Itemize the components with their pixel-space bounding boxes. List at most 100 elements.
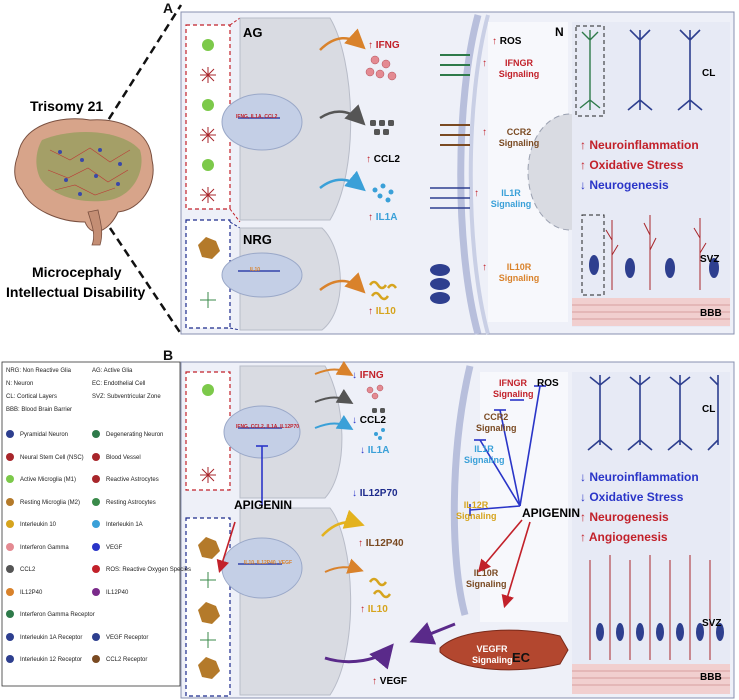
degenerating-neuron-icon <box>92 430 100 438</box>
ec-label: EC <box>512 650 531 665</box>
nrg-label: NRG <box>243 232 272 247</box>
b-svz-label: SVZ <box>702 618 722 629</box>
legend-item-label: VEGF <box>106 544 123 551</box>
brain-illustration <box>14 118 154 246</box>
interleukin-1a-receptor-icon <box>6 632 14 641</box>
legend-abbrev-2b: EC: Endothelial Cell <box>92 381 146 387</box>
blood-vessel-icon <box>92 452 100 461</box>
apigenin-left: APIGENIN <box>234 498 293 512</box>
b-status-3: ↑ Neurogenesis <box>580 510 669 524</box>
a-status-1: ↑ Neuroinflammation <box>580 138 699 152</box>
b-ros-label: ROS <box>537 378 559 389</box>
legend-item-label: Interleukin 1A <box>106 522 143 528</box>
legend-item-label: Interleukin 12 Receptor <box>20 657 83 663</box>
interleukin-12-receptor-icon <box>6 655 14 663</box>
resting-astrocyte-icon <box>92 497 100 506</box>
resting-microglia-icon <box>6 497 14 506</box>
legend-item-label: Pyramidal Neuron <box>20 432 69 438</box>
b-il10r-signaling: IL10R Signaling <box>466 568 507 589</box>
b-status-4: ↑ Angiogenesis <box>580 530 668 544</box>
legend-item-label: Blood Vessel <box>106 454 141 461</box>
legend-item-label: CCL2 Receptor <box>106 657 148 663</box>
gene-label-a2: IL10 <box>250 267 261 273</box>
reactive-astrocyte-icon <box>92 475 100 483</box>
vegf-receptor-icon <box>92 632 100 641</box>
legend-abbrev-3b: SVZ: Subventricular Zone <box>92 394 161 400</box>
a-ifngr-signaling: IFNGR Signaling <box>498 58 540 79</box>
vegf-icon <box>92 542 100 551</box>
pyramidal-neuron-icon <box>6 430 14 438</box>
legend-abbrev-4: BBB: Blood Brain Barrier <box>6 407 73 413</box>
b-il12r-signaling: IL12R Signaling <box>456 500 497 521</box>
b-bbb-label: BBB <box>700 672 722 683</box>
outcome-line-2: Intellectual Disability <box>6 284 146 300</box>
interferon-gamma-receptor-icon <box>6 610 14 618</box>
a-svz-label: SVZ <box>700 254 720 265</box>
legend-item-label: Interferon Gamma Receptor <box>20 612 95 618</box>
trisomy-title: Trisomy 21 <box>30 98 104 114</box>
b-il1a-label: ↓ IL1A <box>360 445 390 456</box>
legend-item-label: Interleukin 1A Receptor <box>20 634 83 641</box>
a-ifng-label: ↑ IFNG <box>368 40 400 51</box>
a-status-2: ↑ Oxidative Stress <box>580 158 684 172</box>
b-il12p70-label: ↓ IL12P70 <box>352 488 398 499</box>
legend-item-label: Degenerating Neuron <box>106 432 164 438</box>
legend-item-label: Resting Astrocytes <box>106 499 156 506</box>
a-il1a-label: ↑ IL1A <box>368 212 398 223</box>
legend-item-label: Interferon Gamma <box>20 544 69 551</box>
legend-item-label: Neural Stem Cell (NSC) <box>20 454 84 461</box>
b-ifngr-signaling: IFNGR Signaling <box>493 378 534 399</box>
legend-item-label: ROS: Reactive Oxygen Species <box>106 567 192 573</box>
ccl2-icon <box>6 565 14 573</box>
ros-icon <box>92 565 100 573</box>
outcome-line-1: Microcephaly <box>32 264 122 280</box>
legend-abbrev-1: NRG: Non Reactive Glia <box>6 368 72 374</box>
legend-item-label: Interleukin 10 <box>20 522 57 528</box>
b-status-1: ↓ Neuroinflammation <box>580 470 699 484</box>
a-ccr2-signaling: CCR2 Signaling <box>498 127 540 148</box>
a-il10-label: ↑ IL10 <box>368 306 396 317</box>
a-il10r-signaling: IL10R Signaling <box>498 262 540 283</box>
legend-item-label: Resting Microglia (M2) <box>20 499 81 506</box>
gene-label-b2: IL10, IL12P40, VEGF <box>244 560 293 566</box>
legend-item-label: IL12P40 <box>20 589 43 596</box>
legend-item-label: VEGF Receptor <box>106 634 149 641</box>
a-il1r-signaling: IL1R Signaling <box>490 188 532 209</box>
legend-item-label: Reactive Astrocytes <box>106 477 159 483</box>
apigenin-right: APIGENIN <box>522 506 581 520</box>
legend-abbrev-3: CL: Cortical Layers <box>6 394 58 400</box>
legend-item-label: CCL2 <box>20 567 36 573</box>
a-cl-label: CL <box>702 68 716 79</box>
b-vegfr-signaling: VEGFR Signaling <box>472 644 513 665</box>
ccl2-receptor-icon <box>92 655 100 663</box>
panel-a-letter: A <box>163 0 174 16</box>
b-status-2: ↓ Oxidative Stress <box>580 490 684 504</box>
ag-label: AG <box>243 25 263 40</box>
a-ros-label: ↑ ROS <box>492 36 522 47</box>
legend-abbrev-2: N: Neuron <box>6 381 34 387</box>
gene-label-a1: IFNG, IL1A, CCL2 <box>236 114 278 120</box>
b-il12p40-label: ↑ IL12P40 <box>358 538 404 549</box>
legend-abbrev-1b: AG: Active Glia <box>92 368 133 374</box>
gene-label-b1: IFNG, CCL2, IL1A, IL12P70 <box>236 424 300 430</box>
active-microglia-icon <box>6 475 14 483</box>
b-il1r-signaling: IL1R Signaling <box>464 444 505 465</box>
il12p40-icon <box>6 587 14 596</box>
b-ccr2-signaling: CCR2 Signaling <box>476 412 517 433</box>
interleukin-1a-icon <box>92 520 100 528</box>
panel-b-letter: B <box>163 347 174 363</box>
il12p40-dot-icon <box>92 587 100 596</box>
b-ccl2-label: ↓ CCL2 <box>352 415 386 426</box>
a-bbb-label: BBB <box>700 308 722 319</box>
interleukin-10-icon <box>6 520 14 528</box>
legend-item-label: Active Microglia (M1) <box>20 477 77 483</box>
legend-item-label: IL12P40 <box>106 589 129 596</box>
neuron-label: N <box>555 25 564 39</box>
neural-stem-cell-icon <box>6 452 14 461</box>
a-status-3: ↓ Neurogenesis <box>580 178 669 192</box>
b-il10-label: ↑ IL10 <box>360 604 388 615</box>
legend-frame <box>1 361 181 687</box>
b-ifng-label: ↓ IFNG <box>352 370 384 381</box>
b-vegf-label: ↑ VEGF <box>372 676 408 687</box>
